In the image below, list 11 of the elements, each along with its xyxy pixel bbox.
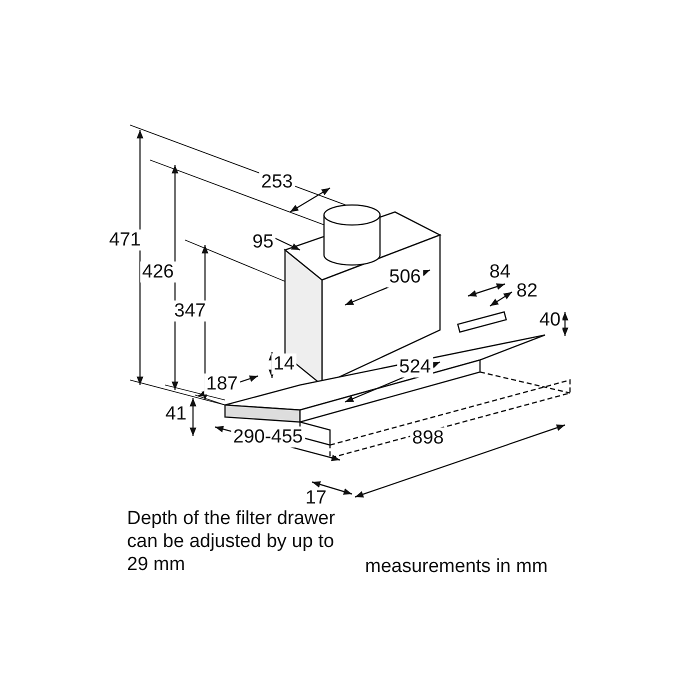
dimension-value: 506 [387, 266, 423, 288]
dimension-value: 40 [537, 310, 563, 330]
units-note: measurements in mm [365, 556, 548, 579]
dimension-value: 524 [397, 356, 433, 378]
note-text: Depth of the filter drawer can be adjusted by up to 29 mm [127, 508, 336, 576]
dimension-value: 290-455 [231, 426, 305, 448]
dimension-value: 471 [107, 230, 143, 250]
dimension-value: 347 [172, 300, 208, 322]
dimension-value: 14 [271, 354, 297, 374]
dimension-value: 426 [140, 262, 176, 282]
dimension-value: 187 [204, 374, 240, 394]
